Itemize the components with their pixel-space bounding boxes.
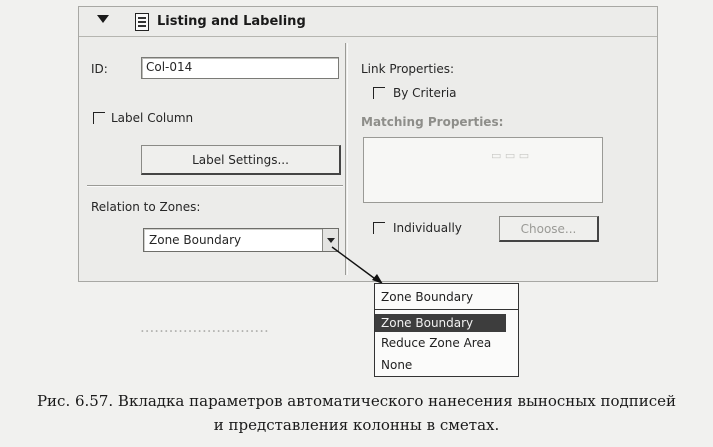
dropdown-option[interactable]: Zone Boundary	[375, 314, 506, 332]
link-properties-label: Link Properties:	[361, 62, 455, 76]
label-column-label: Label Column	[111, 111, 194, 125]
label-column-checkbox[interactable]	[93, 112, 105, 124]
id-label: ID:	[91, 62, 108, 76]
panel-title: Listing and Labeling	[157, 14, 306, 29]
listing-document-icon	[135, 13, 149, 31]
by-criteria-checkbox[interactable]	[373, 87, 385, 99]
individually-checkbox[interactable]	[373, 222, 385, 234]
dropdown-current-value: Zone Boundary	[375, 284, 518, 310]
chevron-down-icon[interactable]	[322, 229, 338, 251]
matching-properties-list[interactable]	[363, 137, 603, 203]
dropdown-option[interactable]: None	[381, 358, 413, 372]
collapse-triangle-icon[interactable]	[97, 15, 109, 23]
figure-caption-line1: Рис. 6.57. Вкладка параметров автоматиче…	[36, 392, 677, 410]
label-settings-button[interactable]: Label Settings...	[141, 145, 341, 175]
choose-button[interactable]: Choose...	[499, 216, 599, 242]
column-divider	[345, 43, 348, 275]
bleed-text: ▭ ▭ ▭	[491, 149, 530, 162]
relation-select-value: Zone Boundary	[149, 233, 242, 247]
individually-label: Individually	[393, 221, 462, 235]
figure-caption-line2: и представления колонны в сметах.	[213, 416, 500, 434]
header-separator	[79, 36, 657, 37]
bleed-text: ...........................	[140, 318, 269, 336]
relation-to-zones-label: Relation to Zones:	[91, 200, 201, 214]
relation-dropdown-popup[interactable]: Zone Boundary Zone Boundary Reduce Zone …	[374, 283, 519, 377]
id-field[interactable]: Col-014	[141, 57, 339, 79]
left-divider	[87, 185, 343, 187]
matching-properties-label: Matching Properties:	[361, 115, 504, 129]
by-criteria-label: By Criteria	[393, 86, 457, 100]
relation-to-zones-select[interactable]: Zone Boundary	[143, 228, 339, 252]
listing-labeling-panel: Listing and Labeling ID: Col-014 Label C…	[78, 6, 658, 282]
dropdown-option[interactable]: Reduce Zone Area	[381, 336, 492, 350]
